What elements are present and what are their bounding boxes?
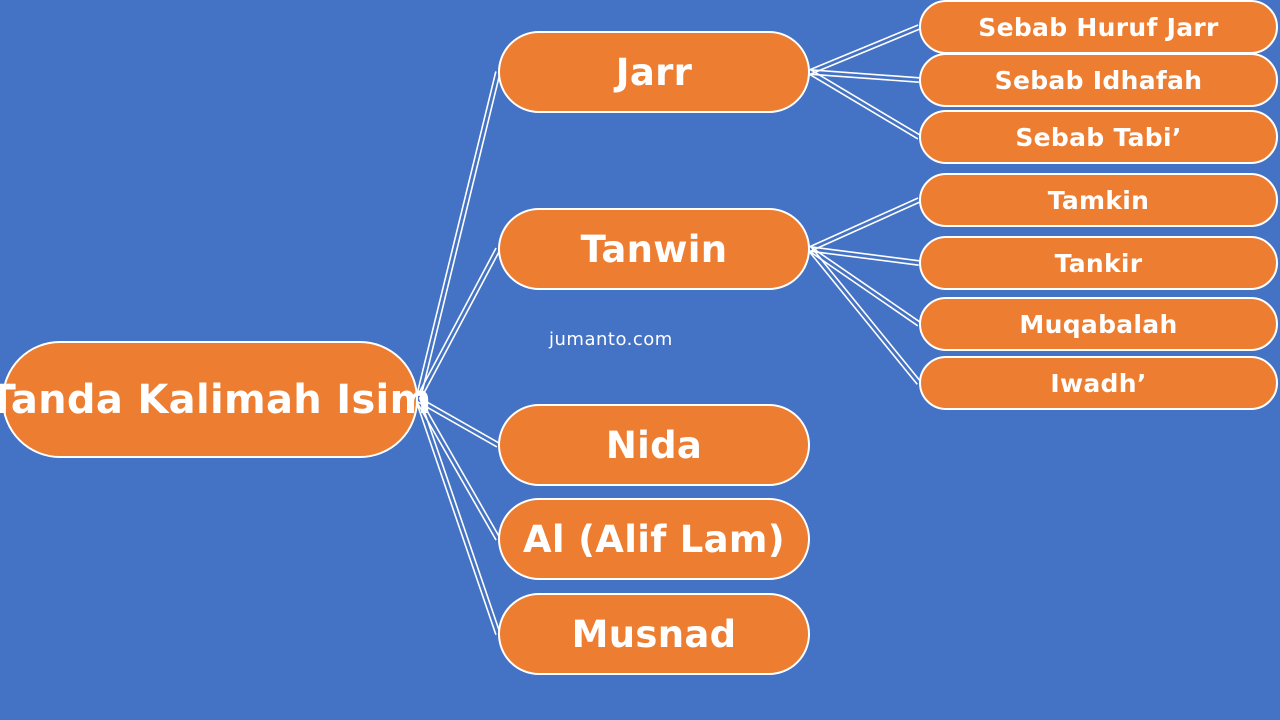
connector-tanwin-to-leaf-0 <box>808 197 921 252</box>
connector-root-to-branch-2 <box>416 396 500 448</box>
root-node: Tanda Kalimah Isim <box>0 341 431 458</box>
connector-root-to-branch-1 <box>415 247 501 401</box>
leaf-node-sebab-huruf-jarr: Sebab Huruf Jarr <box>919 0 1278 54</box>
leaf-node-iwadh: Iwadh’ <box>919 356 1278 410</box>
connector-root-to-branch-0 <box>415 71 501 401</box>
connector-tanwin-to-leaf-3 <box>807 247 922 385</box>
watermark-text: jumanto.com <box>549 329 673 350</box>
leaf-node-sebab-idhafah: Sebab Idhafah <box>919 53 1278 107</box>
branch-node-tanwin: Tanwin <box>498 208 810 290</box>
connector-jarr-to-leaf-1 <box>809 69 920 83</box>
connector-tanwin-to-leaf-1 <box>809 246 920 266</box>
leaf-node-sebab-tabi: Sebab Tabi’ <box>919 110 1278 164</box>
branch-node-nida: Nida <box>498 404 810 486</box>
branch-node-musnad: Musnad <box>498 593 810 675</box>
connector-jarr-to-leaf-2 <box>808 69 921 140</box>
branch-node-al-alif-lam: Al (Alif Lam) <box>498 498 810 580</box>
leaf-node-tamkin: Tamkin <box>919 173 1278 227</box>
leaf-node-muqabalah: Muqabalah <box>919 297 1278 351</box>
connector-root-to-branch-4 <box>415 398 501 635</box>
connector-jarr-to-leaf-0 <box>808 24 921 75</box>
branch-node-jarr: Jarr <box>498 31 810 113</box>
connector-tanwin-to-leaf-2 <box>808 246 921 327</box>
leaf-node-tankir: Tankir <box>919 236 1278 290</box>
